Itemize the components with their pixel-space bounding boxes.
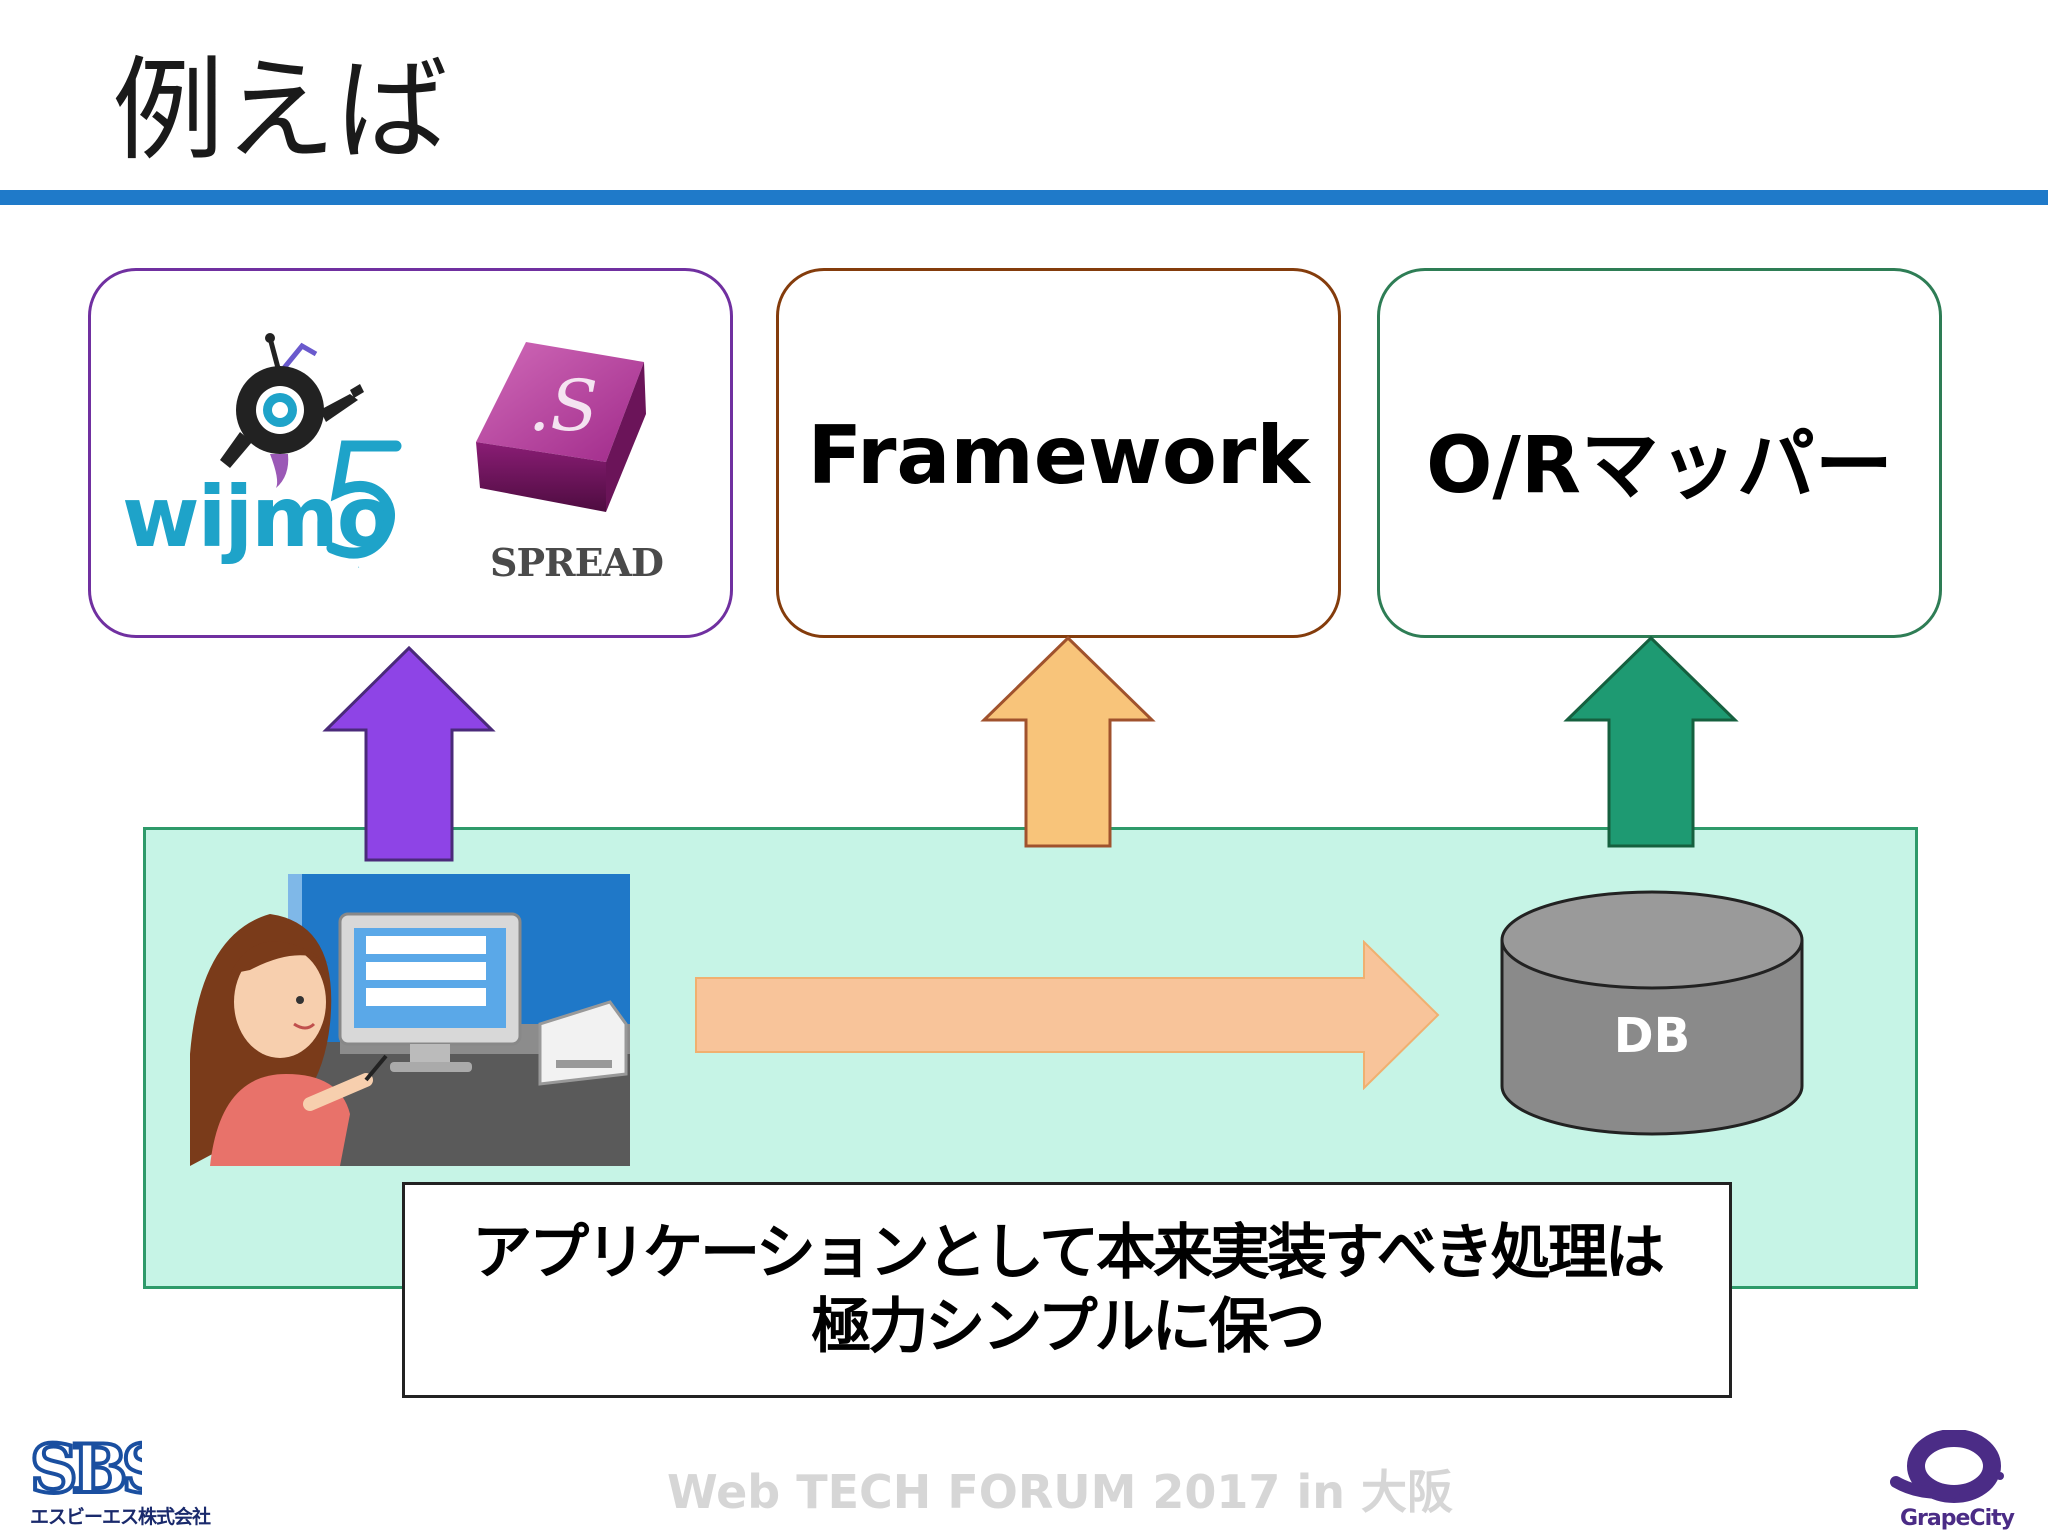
framework-up-arrow (980, 635, 1156, 848)
wijmo-robot-icon (220, 333, 364, 488)
or-mapper-up-arrow (1563, 635, 1739, 848)
db-label: DB (1613, 1008, 1691, 1064)
summary-note-line-2: 極力シンプルに保つ (811, 1292, 1325, 1362)
spread-logo-mark: .S (528, 365, 598, 447)
sbs-logo-caption: エスビーエス株式会社 (30, 1506, 211, 1528)
sbs-logo: SBS (30, 1432, 142, 1500)
grapecity-logo (1890, 1430, 2004, 1503)
office-worker-illustration (190, 874, 630, 1166)
wijmo-version-mark: 5 (326, 440, 402, 569)
title-rule (0, 190, 2048, 205)
wijmo-version-label: 5 (358, 567, 360, 569)
grapecity-logo-caption: GrapeCity (1900, 1506, 2015, 1531)
database-cylinder-icon (1500, 890, 1804, 1136)
or-mapper-box (1377, 268, 1942, 638)
summary-note-line-1: アプリケーションとして本来実装すべき処理は (472, 1218, 1665, 1288)
flow-right-arrow (695, 940, 1440, 1090)
summary-note: アプリケーションとして本来実装すべき処理は 極力シンプルに保つ (402, 1182, 1732, 1398)
or-mapper-label: O/Rマッパー (1426, 421, 1893, 511)
ui-up-arrow (322, 645, 496, 862)
framework-box (776, 268, 1341, 638)
slide-title: 例えば (112, 46, 448, 176)
sbs-logo-mark: SBS (30, 1432, 142, 1500)
spread-cube-icon: .S (476, 342, 646, 512)
framework-label: Framework (807, 409, 1310, 502)
event-footer: Web TECH FORUM 2017 in 大阪 (667, 1465, 1453, 1519)
spread-logo-text: SPREAD (490, 540, 664, 585)
